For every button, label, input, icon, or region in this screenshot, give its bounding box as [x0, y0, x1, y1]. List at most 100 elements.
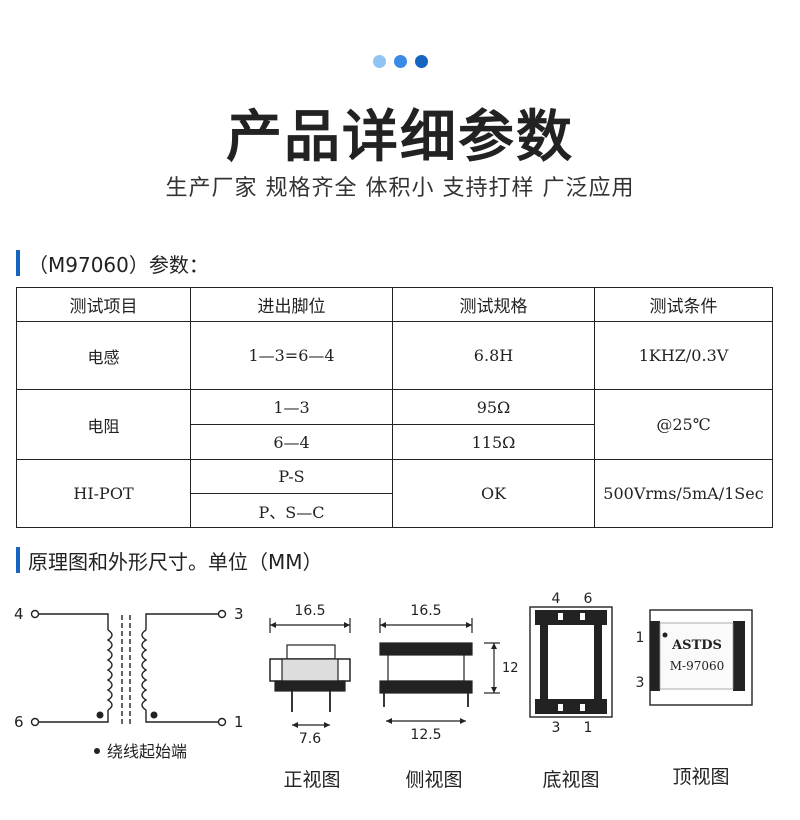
header-test-item: 测试项目	[16, 287, 191, 322]
top-left-core	[650, 621, 660, 691]
wire-top-left	[38, 613, 109, 630]
top-pin1-marker	[662, 632, 668, 638]
bottom-bottom-bar	[535, 699, 607, 714]
pin-6-terminal	[30, 717, 40, 727]
page-title: 产品详细参数	[226, 105, 574, 170]
wire-top-right	[145, 613, 219, 630]
section-diagram-title: 原理图和外形尺寸。单位（MM）	[28, 549, 323, 574]
wire-bottom-left	[38, 710, 109, 723]
front-dim-arrow	[292, 722, 298, 728]
front-dim-arrow	[270, 622, 276, 628]
cell-spec: 6.8H	[392, 321, 595, 390]
cell-pins: 1—3=6—4	[190, 321, 393, 390]
cell-pins: 6—4	[190, 424, 393, 460]
table-row-resistance-1: 电阻 1—3 95Ω @25℃	[16, 389, 773, 460]
cell-condition: 500Vrms/5mA/1Sec	[594, 459, 773, 528]
bottom-pin-pad	[558, 704, 563, 711]
side-dim-arrow	[386, 718, 392, 724]
side-dim-arrow	[466, 622, 472, 628]
table-row-inductance: 电感 1—3=6—4 6.8H 1KHZ/0.3V	[16, 321, 773, 390]
pin-1-label: 1	[234, 713, 244, 731]
secondary-coil	[141, 629, 148, 711]
cell-condition: @25℃	[594, 389, 773, 460]
bottom-pin-4-label: 4	[552, 591, 561, 607]
side-dim-arrow	[491, 687, 497, 693]
section-bar	[16, 250, 20, 276]
side-dim-arrow	[460, 718, 466, 724]
side-height-label: 12	[502, 661, 519, 676]
cell-pins: 1—3	[190, 389, 393, 425]
side-dim-arrow	[491, 643, 497, 649]
dot-light	[372, 55, 386, 68]
header-condition: 测试条件	[594, 287, 773, 322]
section-bar	[16, 547, 20, 573]
dimension-diagrams: 4 6 3 1 绕线起始端 16.5 7.6	[14, 591, 753, 761]
front-pin-spacing-label: 7.6	[299, 731, 321, 747]
pin-1-terminal	[217, 717, 227, 727]
bottom-pin-1-label: 1	[584, 720, 593, 736]
pin-3-terminal	[217, 609, 227, 619]
bottom-top-bar	[535, 610, 607, 625]
page-subtitle: 生产厂家 规格齐全 体积小 支持打样 广泛应用	[165, 176, 635, 201]
bottom-pin-pad	[580, 613, 585, 620]
bottom-pin-pad	[580, 704, 585, 711]
caption-front-view: 正视图	[283, 769, 341, 791]
pin-4-terminal	[30, 609, 40, 619]
cell-item: HI-POT	[16, 459, 191, 528]
section-parameters-heading: （M97060）参数：	[16, 250, 209, 277]
header-dots	[0, 55, 800, 68]
side-bottom-plate	[379, 680, 473, 694]
bottom-right-rail	[594, 625, 602, 699]
side-base-label: 12.5	[410, 727, 441, 743]
cell-item: 电阻	[16, 389, 191, 460]
bottom-left-rail	[540, 625, 548, 699]
primary-coil	[106, 629, 113, 711]
wire-bottom-right	[145, 710, 219, 723]
table-header-row: 测试项目 进出脚位 测试规格 测试条件	[16, 287, 773, 322]
legend-dot	[94, 748, 100, 754]
header-spec: 测试规格	[392, 287, 595, 322]
top-pin-3-label: 3	[636, 675, 645, 691]
side-width-label: 16.5	[410, 603, 441, 619]
bottom-view	[529, 606, 613, 718]
top-brand-label: ASTDS	[671, 638, 722, 653]
bottom-pin-3-label: 3	[552, 720, 561, 736]
section-parameters-title: （M97060）参数：	[28, 252, 209, 277]
front-core-center	[281, 658, 339, 682]
top-model-label: M-97060	[670, 659, 725, 673]
front-view	[269, 618, 351, 726]
pin-6-label: 6	[14, 713, 24, 731]
side-body	[387, 654, 465, 682]
parameter-table: 测试项目 进出脚位 测试规格 测试条件 电感 1—3=6—4 6.8H 1KHZ…	[16, 287, 773, 528]
cell-condition: 1KHZ/0.3V	[594, 321, 773, 390]
side-dim-arrow	[380, 622, 386, 628]
cell-spec: 115Ω	[392, 424, 595, 460]
top-right-core	[733, 621, 745, 691]
front-width-label: 16.5	[294, 603, 325, 619]
cell-spec: OK	[392, 459, 595, 528]
caption-side-view: 侧视图	[405, 769, 463, 791]
caption-bottom-view: 底视图	[542, 769, 600, 791]
legend-label: 绕线起始端	[107, 742, 187, 761]
caption-top-view: 顶视图	[672, 766, 730, 788]
header-pins: 进出脚位	[190, 287, 393, 322]
pin-3-label: 3	[234, 605, 244, 623]
table-row-hipot-2: P、S—C	[17, 493, 773, 528]
cell-pins: P、S—C	[190, 493, 393, 528]
side-top-plate	[379, 642, 473, 656]
front-base	[274, 680, 346, 692]
dot-dark	[414, 55, 428, 68]
transformer-schematic	[30, 609, 227, 727]
cell-spec: 95Ω	[392, 389, 595, 425]
winding-start-dot-left	[96, 711, 104, 719]
bottom-pin-pad	[558, 613, 563, 620]
pin-4-label: 4	[14, 605, 24, 623]
section-diagram-heading: 原理图和外形尺寸。单位（MM）	[16, 547, 323, 574]
bottom-pin-6-label: 6	[584, 591, 593, 607]
dot-medium	[393, 55, 407, 68]
top-view	[649, 609, 753, 706]
table-row-hipot-1: HI-POT P-S OK 500Vrms/5mA/1Sec	[16, 459, 773, 528]
cell-pins: P-S	[190, 459, 393, 494]
winding-start-dot-right	[150, 711, 158, 719]
side-view	[379, 618, 500, 722]
